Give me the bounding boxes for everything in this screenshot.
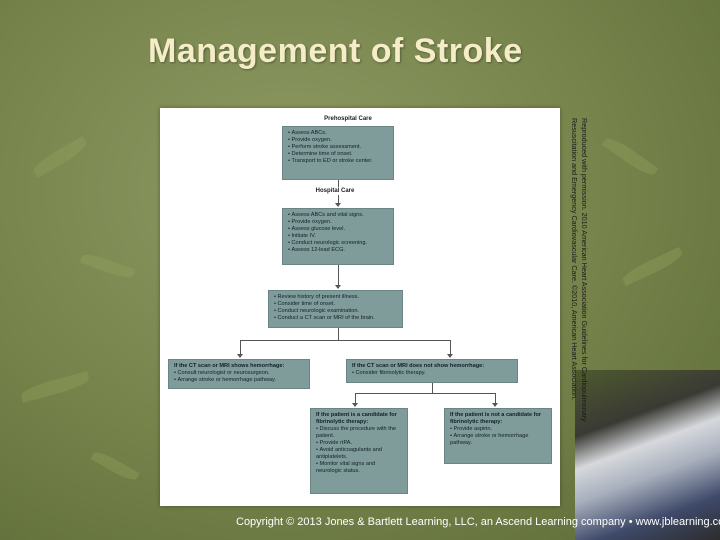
background-leaf-decoration [90, 448, 139, 483]
list-item: Avoid anticoagulants and antiplatelets. [316, 447, 402, 461]
list-item: Consult neurologist or neurosurgeon. [174, 370, 304, 377]
list-item: Arrange stroke or hemorrhage pathway. [450, 433, 546, 447]
list-item: Discuss the procedure with the patient. [316, 426, 402, 440]
permission-credit: Reproduced with permission. 2010 America… [563, 118, 589, 428]
slide-title: Management of Stroke [148, 32, 523, 71]
list-item: Assess glucose level. [288, 226, 388, 233]
arrowhead [447, 354, 453, 358]
background-leaf-decoration [31, 136, 90, 178]
list-item: Assess ABCs. [288, 130, 388, 137]
hospital-label: Hospital Care [275, 188, 395, 194]
connector-line [338, 180, 339, 187]
prehospital-list: Assess ABCs. Provide oxygen. Perform str… [288, 130, 388, 165]
list-item: Conduct a CT scan or MRI of the brain. [274, 315, 397, 322]
connector-line [240, 340, 241, 354]
connector-line [338, 195, 339, 203]
list-item: Conduct neurologic examination. [274, 308, 397, 315]
connector-line [240, 340, 450, 341]
arrowhead [335, 203, 341, 207]
list-item: Assess 12-lead ECG. [288, 247, 388, 254]
list-item: Determine time of onset. [288, 151, 388, 158]
not-candidate-heading: If the patient is not a candidate for fi… [450, 412, 546, 426]
connector-line [432, 383, 433, 393]
review-box: Review history of present illness. Consi… [268, 290, 403, 328]
copyright-footer: Copyright © 2013 Jones & Bartlett Learni… [236, 516, 720, 528]
connector-line [355, 393, 495, 394]
list-item: Arrange stroke or hemorrhage pathway. [174, 377, 304, 384]
background-leaf-decoration [620, 247, 684, 286]
list-item: Assess ABCs and vital signs. [288, 212, 388, 219]
arrowhead [492, 403, 498, 407]
prehospital-label: Prehospital Care [288, 116, 408, 122]
connector-line [338, 328, 339, 340]
prehospital-box: Assess ABCs. Provide oxygen. Perform str… [282, 126, 394, 180]
list-item: Review history of present illness. [274, 294, 397, 301]
hemorrhage-heading: If the CT scan or MRI shows hemorrhage: [174, 363, 304, 370]
ems-photo [575, 370, 720, 540]
list-item: Transport to ED or stroke center. [288, 158, 388, 165]
list-item: Conduct neurologic screening. [288, 240, 388, 247]
connector-line [495, 393, 496, 403]
review-list: Review history of present illness. Consi… [274, 294, 397, 322]
no-hemorrhage-box: If the CT scan or MRI does not show hemo… [346, 359, 518, 383]
connector-line [355, 393, 356, 403]
list-item: Consider time of onset. [274, 301, 397, 308]
hemorrhage-list: Consult neurologist or neurosurgeon. Arr… [174, 370, 304, 384]
list-item: Monitor vital signs and neurologic statu… [316, 461, 402, 475]
not-candidate-list: Provide aspirin. Arrange stroke or hemor… [450, 426, 546, 447]
arrowhead [335, 285, 341, 289]
no-hemorrhage-heading: If the CT scan or MRI does not show hemo… [352, 363, 512, 370]
background-leaf-decoration [80, 251, 136, 281]
list-item: Provide oxygen. [288, 137, 388, 144]
not-candidate-box: If the patient is not a candidate for fi… [444, 408, 552, 464]
background-leaf-decoration [19, 371, 90, 403]
list-item: Provide aspirin. [450, 426, 546, 433]
no-hemorrhage-list: Consider fibrinolytic therapy. [352, 370, 512, 377]
connector-line [450, 340, 451, 354]
list-item: Initiate IV. [288, 233, 388, 240]
connector-line [338, 265, 339, 285]
candidate-box: If the patient is a candidate for fibrin… [310, 408, 408, 494]
flowchart-panel: Prehospital Care Assess ABCs. Provide ox… [160, 108, 560, 506]
permission-credit-text: Reproduced with permission. 2010 America… [563, 118, 589, 428]
list-item: Provide oxygen. [288, 219, 388, 226]
hospital-list: Assess ABCs and vital signs. Provide oxy… [288, 212, 388, 254]
arrowhead [352, 403, 358, 407]
hemorrhage-box: If the CT scan or MRI shows hemorrhage: … [168, 359, 310, 389]
list-item: Perform stroke assessment. [288, 144, 388, 151]
hospital-box: Assess ABCs and vital signs. Provide oxy… [282, 208, 394, 265]
arrowhead [237, 354, 243, 358]
list-item: Consider fibrinolytic therapy. [352, 370, 512, 377]
background-leaf-decoration [602, 134, 659, 179]
candidate-list: Discuss the procedure with the patient. … [316, 426, 402, 475]
list-item: Provide rtPA. [316, 440, 402, 447]
candidate-heading: If the patient is a candidate for fibrin… [316, 412, 402, 426]
